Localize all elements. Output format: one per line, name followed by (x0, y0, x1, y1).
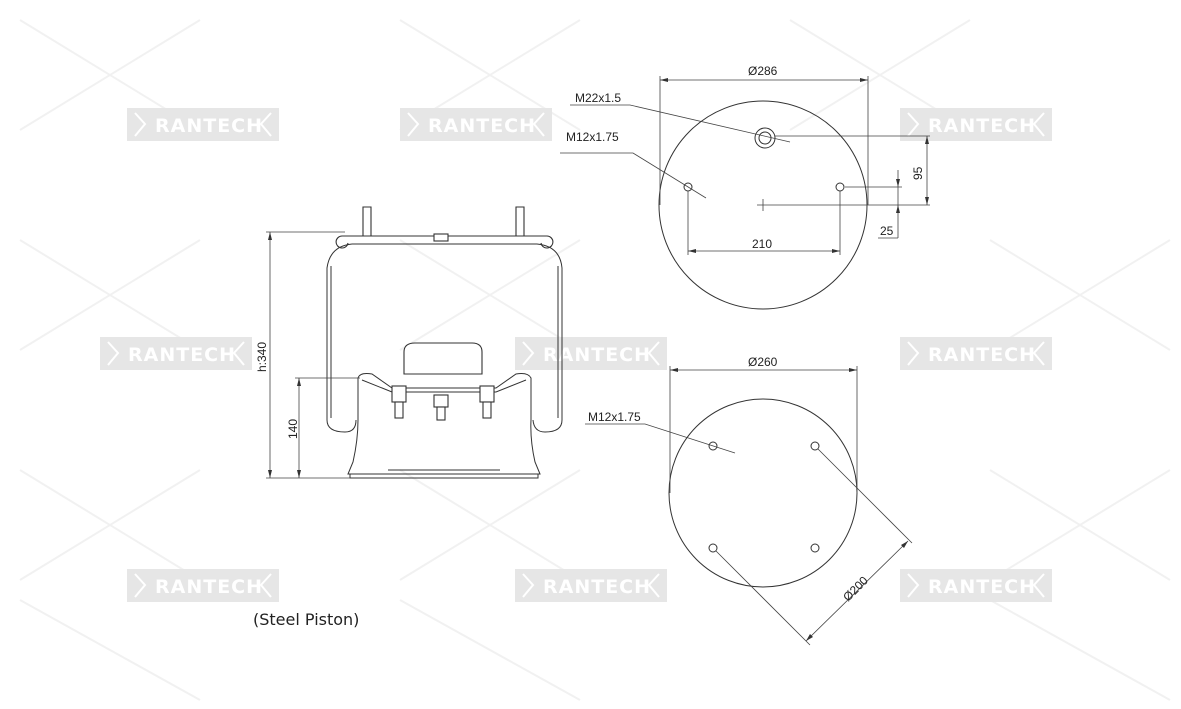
stud-spacing-label: 210 (752, 237, 772, 251)
piston-height-label: 140 (286, 419, 300, 439)
bellows (326, 243, 563, 433)
piston-type-caption: (Steel Piston) (253, 610, 360, 629)
svg-text:RANTECH: RANTECH (155, 576, 263, 598)
svg-text:RANTECH: RANTECH (928, 576, 1036, 598)
stud-offset-label: 25 (880, 224, 894, 238)
bolt-circle-label: Ø200 (840, 573, 871, 604)
svg-text:RANTECH: RANTECH (543, 576, 651, 598)
top-diameter-label: Ø286 (748, 64, 778, 78)
svg-text:RANTECH: RANTECH (928, 115, 1036, 137)
svg-text:RANTECH: RANTECH (543, 344, 651, 366)
side-view: h:340 140 (255, 206, 563, 479)
bottom-diameter-label: Ø260 (748, 355, 778, 369)
svg-text:RANTECH: RANTECH (128, 344, 236, 366)
top-stud-label: M12x1.75 (566, 130, 619, 144)
bottom-stud-label: M12x1.75 (588, 410, 641, 424)
piston-dome (403, 342, 483, 375)
watermark-pattern (19, 19, 1171, 701)
height-label: h:340 (255, 342, 269, 372)
piston (347, 373, 541, 475)
svg-text:RANTECH: RANTECH (428, 115, 536, 137)
bolt-icons (391, 385, 495, 421)
fitting-offset-label: 95 (911, 166, 925, 180)
top-plate-view: Ø286 M22x1.5 M12x1.75 210 95 25 (560, 64, 930, 310)
air-fitting-label: M22x1.5 (575, 91, 621, 105)
watermark-logos: RANTECH RANTECH RANTECH RANTECH RANTECH … (100, 108, 1052, 602)
svg-text:RANTECH: RANTECH (928, 344, 1036, 366)
top-stud-icon (362, 206, 525, 236)
svg-text:RANTECH: RANTECH (155, 115, 263, 137)
